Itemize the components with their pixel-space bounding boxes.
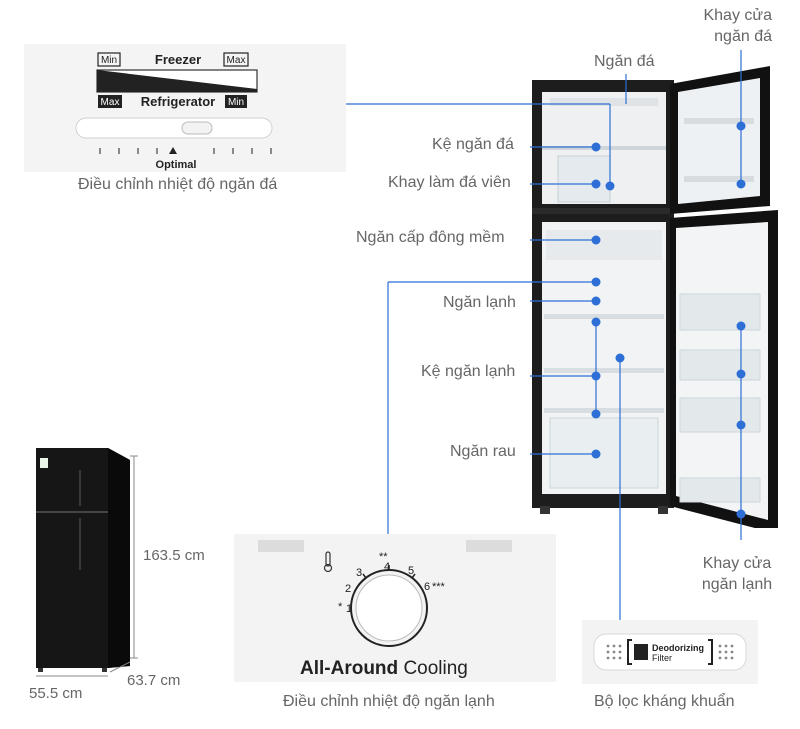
label-ke-ngan-da: Kệ ngăn đá (432, 136, 514, 153)
freezer-panel-caption: Điều chỉnh nhiệt độ ngăn đá (78, 176, 278, 193)
filter-vents-left (606, 644, 622, 660)
fridge-body (36, 448, 130, 668)
dial-number-5: 5 (408, 565, 414, 577)
filter-body (593, 633, 747, 671)
filter-graphic: Deodorizing Filter (593, 633, 747, 671)
depth-dimension-line (109, 661, 131, 673)
filter-panel: Deodorizing Filter (582, 620, 758, 684)
open-fridge-illustration (532, 66, 778, 528)
filter-panel-caption: Bộ lọc kháng khuẩn (594, 693, 735, 710)
filter-vents-right (718, 644, 734, 660)
label-ngan-da: Ngăn đá (594, 53, 655, 70)
all-around-cooling-title: All-Around Cooling (300, 658, 468, 679)
max-bottom-box (98, 95, 122, 108)
min-bottom-label: Min (228, 97, 244, 108)
dial-number-1: 1 (346, 603, 352, 615)
label-khay-cua-ngan-da: Khay cửa ngăn đá (703, 7, 772, 45)
filter-label-line2: Filter (652, 653, 672, 663)
min-top-box (97, 52, 121, 67)
dial-number-2: 2 (345, 583, 351, 595)
soft-freeze-zone (546, 230, 662, 260)
door-bin-2 (679, 349, 761, 381)
freezer-label: Freezer (155, 52, 201, 67)
cooling-panel-caption: Điều chỉnh nhiệt độ ngăn lạnh (283, 693, 495, 710)
filter-icon (634, 644, 648, 660)
width-dimension: 55.5 cm (29, 685, 83, 702)
thermometer-icon (323, 551, 333, 573)
gradient-wedge (97, 70, 257, 92)
refrigerator-label: Refrigerator (141, 94, 215, 109)
door-bin-1 (679, 293, 761, 331)
label-ke-ngan-lanh: Kệ ngăn lạnh (421, 363, 516, 380)
slider-track (75, 117, 273, 139)
fridge-shelf-2 (544, 408, 664, 413)
callout-dots (591, 121, 746, 519)
dial-number-6: 6 (424, 581, 430, 593)
min-top-label: Min (101, 55, 117, 66)
dial-star-low: * (338, 601, 343, 613)
filter-label-line1: Deodorizing (652, 643, 704, 653)
label-khay-cua-ngan-lanh: Khay cửa ngăn lạnh (701, 555, 773, 593)
max-top-box (223, 52, 249, 67)
max-bottom-label: Max (101, 97, 120, 108)
cooling-control-panel: * 1 2 3 ** 4 5 6 *** All-Around Cooling (234, 534, 556, 682)
optimal-label: Optimal (156, 159, 197, 171)
height-dimension: 163.5 cm (143, 547, 205, 564)
closed-fridge-illustration (36, 448, 138, 677)
door-bin-3 (679, 397, 761, 433)
depth-dimension: 63.7 cm (127, 672, 181, 689)
label-ngan-cap-dong-mem: Ngăn cấp đông mềm (356, 229, 505, 246)
freezer-control-graphic: Min Freezer Max Max Refrigerator Min Opt… (75, 52, 273, 171)
dial-number-3: 3 (356, 567, 362, 579)
optimal-marker (169, 147, 177, 154)
fridge-side (108, 448, 130, 668)
cooling-dial-graphic: * 1 2 3 ** 4 5 6 *** All-Around Cooling (258, 540, 512, 679)
dial-star-high: *** (432, 581, 446, 593)
dial-number-4: 4 (384, 561, 390, 573)
slider-knob[interactable] (181, 121, 213, 135)
freezer-control-panel: Min Freezer Max Max Refrigerator Min Opt… (24, 44, 346, 172)
label-khay-lam-da-vien: Khay làm đá viên (388, 174, 511, 191)
energy-label (40, 458, 48, 468)
slider-ticks (99, 148, 272, 154)
door-bin-4 (679, 477, 761, 503)
label-ngan-rau: Ngăn rau (450, 443, 516, 460)
min-bottom-box (225, 95, 247, 108)
temperature-dial[interactable] (355, 574, 423, 642)
dial-star-mid: ** (379, 551, 388, 563)
freezer-shelf (542, 146, 666, 150)
label-ngan-lanh: Ngăn lạnh (443, 294, 516, 311)
crisper-drawer (549, 417, 659, 489)
fridge-shelf-1 (544, 368, 664, 373)
max-top-label: Max (227, 55, 246, 66)
